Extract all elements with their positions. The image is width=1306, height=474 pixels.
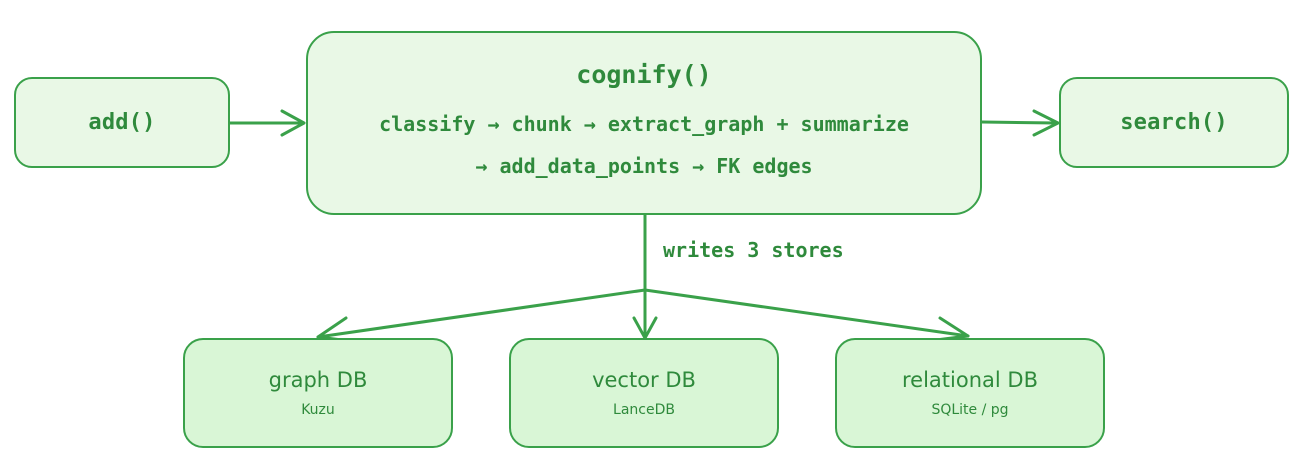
arrowhead-add-to-cognify [280, 109, 306, 137]
vector-db-node[interactable]: vector DB LanceDB [509, 338, 779, 448]
graph-db-title: graph DB [268, 368, 368, 392]
cognify-title: cognify() [576, 59, 712, 89]
cognify-pipeline-line-2: → add_data_points → FK edges [475, 153, 813, 178]
relational-db-subtitle: SQLite / pg [931, 402, 1009, 418]
search-node[interactable]: search() [1059, 77, 1289, 168]
graph-db-node[interactable]: graph DB Kuzu [183, 338, 453, 448]
vector-db-subtitle: LanceDB [613, 402, 675, 418]
arrow-fork-to-graph-db [316, 288, 647, 339]
relational-db-node[interactable]: relational DB SQLite / pg [835, 338, 1105, 448]
vector-db-title: vector DB [592, 368, 696, 392]
relational-db-title: relational DB [902, 368, 1038, 392]
graph-db-subtitle: Kuzu [301, 402, 335, 418]
cognify-pipeline-line-1: classify → chunk → extract_graph + summa… [379, 111, 909, 136]
writes-stores-label: writes 3 stores [663, 238, 844, 262]
add-node-label: add() [88, 110, 156, 135]
arrowhead-fork-to-relational-db [934, 316, 970, 342]
add-node[interactable]: add() [14, 77, 230, 168]
arrowhead-cognify-to-search [1032, 109, 1060, 137]
cognify-node[interactable]: cognify() classify → chunk → extract_gra… [306, 31, 982, 215]
search-node-label: search() [1120, 110, 1228, 135]
arrowhead-fork-to-vector-db [632, 316, 658, 340]
arrow-fork-to-relational-db [643, 288, 970, 338]
arrow-cognify-to-search [980, 120, 1058, 125]
